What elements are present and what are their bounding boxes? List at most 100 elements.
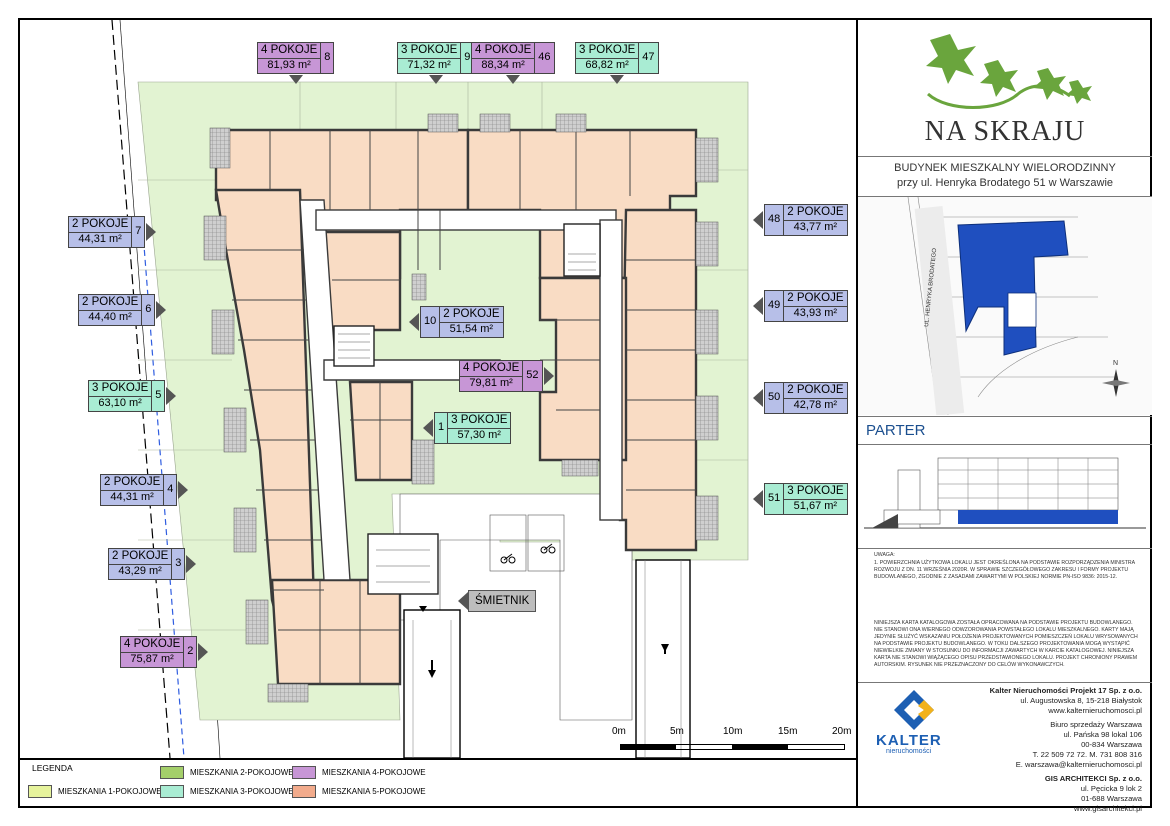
scale-label: 5m <box>670 726 684 737</box>
building-address: przy ul. Henryka Brodatego 51 w Warszawi… <box>896 177 1113 189</box>
apartment-rooms: 3 POKOJE <box>401 44 458 56</box>
building-title: BUDYNEK MIESZKALNY WIELORODZINNY <box>894 162 1116 174</box>
pointer-icon <box>753 389 763 407</box>
bicycle-icon <box>500 543 556 564</box>
developer-contact: Kalter Nieruchomości Projekt 17 Sp. z o.… <box>989 686 1142 715</box>
apartment-rooms: 3 POKOJE <box>579 44 636 56</box>
apartment-number: 49 <box>764 290 784 322</box>
waste-room-label: ŚMIETNIK <box>458 590 537 612</box>
apartment-number: 51 <box>764 483 784 515</box>
apartment-area: 75,87 m² <box>121 651 184 667</box>
pointer-icon <box>166 387 176 405</box>
apartment-area: 81,93 m² <box>258 57 321 73</box>
apartment-area: 63,10 m² <box>89 395 152 411</box>
pointer-icon <box>428 75 443 84</box>
apartment-number: 48 <box>764 204 784 236</box>
kalter-logo-subtext: nieruchomości <box>886 748 932 755</box>
north-label: N <box>1113 360 1118 367</box>
apartment-number: 50 <box>764 382 784 414</box>
apartment-rooms: 2 POKOJE <box>82 296 139 308</box>
apartment-number: 7 <box>132 216 146 248</box>
scale-label: 10m <box>723 726 743 737</box>
info-sidebar: NA SKRAJU BUDYNEK MIESZKALNY WIELORODZIN… <box>856 20 1152 813</box>
notice-title: UWAGA: <box>874 552 895 558</box>
scale-label: 20m <box>832 726 852 737</box>
pointer-icon <box>753 211 763 229</box>
compass-icon <box>1102 369 1130 397</box>
floor-plan-drawing <box>111 20 749 758</box>
apartment-area: 43,29 m² <box>109 563 172 579</box>
pointer-icon <box>409 313 419 331</box>
apartment-area: 44,40 m² <box>79 309 142 325</box>
apartment-number: 8 <box>321 42 335 74</box>
apartment-rooms: 2 POKOJE <box>443 308 500 320</box>
apartment-number: 1 <box>434 412 448 444</box>
pointer-icon <box>288 75 303 84</box>
legend-item: MIESZKANIA 4-POKOJOWE <box>292 766 426 779</box>
legend-item: MIESZKANIA 5-POKOJOWE <box>292 785 426 798</box>
apartment-number: 52 <box>523 360 543 392</box>
disclaimer-text: NINIEJSZA KARTA KATALOGOWA ZOSTAŁA OPRAC… <box>874 620 1138 668</box>
sales-office-contact: Biuro sprzedaży Warszawa ul. Pańska 98 l… <box>1015 720 1142 769</box>
apartment-rooms: 2 POKOJE <box>112 550 169 562</box>
apartment-number: 5 <box>152 380 166 412</box>
ivy-logo-icon <box>926 34 1092 109</box>
apartment-area: 71,32 m² <box>398 57 461 73</box>
legend-item: MIESZKANIA 3-POKOJOWE <box>160 785 294 798</box>
apartment-number: 6 <box>142 294 156 326</box>
kalter-logo-text: KALTER <box>876 732 942 749</box>
apartment-area: 43,77 m² <box>784 219 847 235</box>
pointer-icon <box>610 75 624 84</box>
apartment-number: 3 <box>172 548 186 580</box>
floor-title: PARTER <box>866 422 926 439</box>
scale-bar <box>620 744 845 758</box>
legend: LEGENDA MIESZKANIA 1-POKOJOWE MIESZKANIA… <box>20 758 856 806</box>
floor-plan: ŚMIETNIK 0m 5m 10m 15m 20m <box>20 20 856 758</box>
apartment-area: 51,54 m² <box>440 321 503 337</box>
apartment-rooms: 2 POKOJE <box>787 206 844 218</box>
legend-item: MIESZKANIA 1-POKOJOWE <box>28 785 162 798</box>
architect-contact: GIS ARCHITEKCI Sp. z o.o. ul. Pęcicka 9 … <box>1044 774 1142 813</box>
pointer-icon <box>458 592 468 610</box>
apartment-area: 42,78 m² <box>784 397 847 413</box>
pointer-icon <box>198 643 208 661</box>
apartment-rooms: 2 POKOJE <box>787 384 844 396</box>
pointer-icon <box>753 490 763 508</box>
apartment-rooms: 3 POKOJE <box>451 414 508 426</box>
pointer-icon <box>423 419 433 437</box>
apartment-rooms: 3 POKOJE <box>787 485 844 497</box>
site-map: UL. HENRYKA BRODATEGO N <box>858 197 1152 415</box>
apartment-area: 51,67 m² <box>784 498 847 514</box>
project-logo-text: NA SKRAJU <box>924 116 1086 147</box>
legend-item: MIESZKANIA 2-POKOJOWE <box>160 766 294 779</box>
apartment-rooms: 4 POKOJE <box>124 638 181 650</box>
apartment-number: 10 <box>420 306 440 338</box>
pointer-icon <box>544 367 554 385</box>
apartment-number: 46 <box>535 42 555 74</box>
building-elevation <box>864 457 1146 529</box>
apartment-area: 79,81 m² <box>460 375 523 391</box>
apartment-rooms: 4 POKOJE <box>261 44 318 56</box>
apartment-rooms: 4 POKOJE <box>463 362 520 374</box>
apartment-number: 4 <box>164 474 178 506</box>
apartment-rooms: 3 POKOJE <box>92 382 149 394</box>
scale-label: 0m <box>612 726 626 737</box>
pointer-icon <box>506 75 520 84</box>
apartment-number: 47 <box>639 42 659 74</box>
apartment-area: 57,30 m² <box>448 427 511 443</box>
